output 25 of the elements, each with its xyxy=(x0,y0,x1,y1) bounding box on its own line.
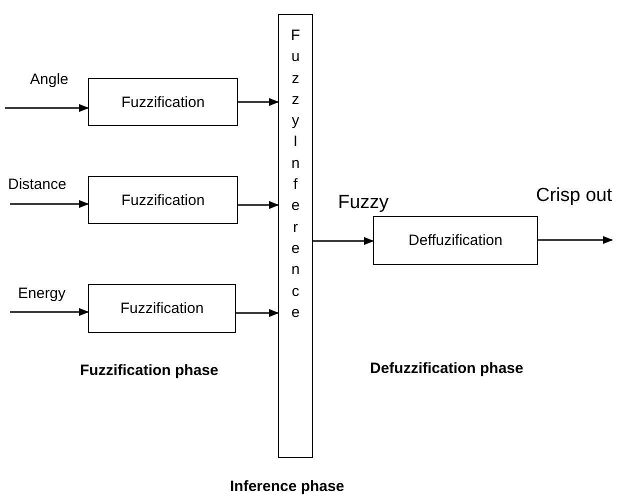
process-box xyxy=(88,78,238,126)
edge-label: Distance xyxy=(8,177,66,192)
process-box xyxy=(373,216,538,265)
arrow xyxy=(236,309,279,317)
inference-bar xyxy=(278,14,313,458)
arrow xyxy=(538,236,613,244)
node-label: Fuzzification xyxy=(121,192,205,208)
arrow xyxy=(10,308,89,316)
arrow xyxy=(238,98,279,106)
edge-label: Crisp out xyxy=(536,186,612,205)
arrow xyxy=(313,237,374,245)
node-label: Fuzzification xyxy=(120,300,204,317)
phase-label: Defuzzification phase xyxy=(370,360,524,377)
arrow xyxy=(5,104,89,112)
edge-label: Energy xyxy=(18,286,66,301)
node-label: Deffuzification xyxy=(408,232,502,249)
phase-label: Fuzzification phase xyxy=(80,362,218,379)
edge-label: Angle xyxy=(30,72,68,87)
phase-label: Inference phase xyxy=(230,478,344,495)
arrow xyxy=(238,201,279,209)
process-box xyxy=(88,176,238,224)
process-box xyxy=(88,284,236,333)
edge-label: Fuzzy xyxy=(338,193,389,212)
arrow xyxy=(10,200,89,208)
node-label: Fuzzification xyxy=(121,94,205,110)
